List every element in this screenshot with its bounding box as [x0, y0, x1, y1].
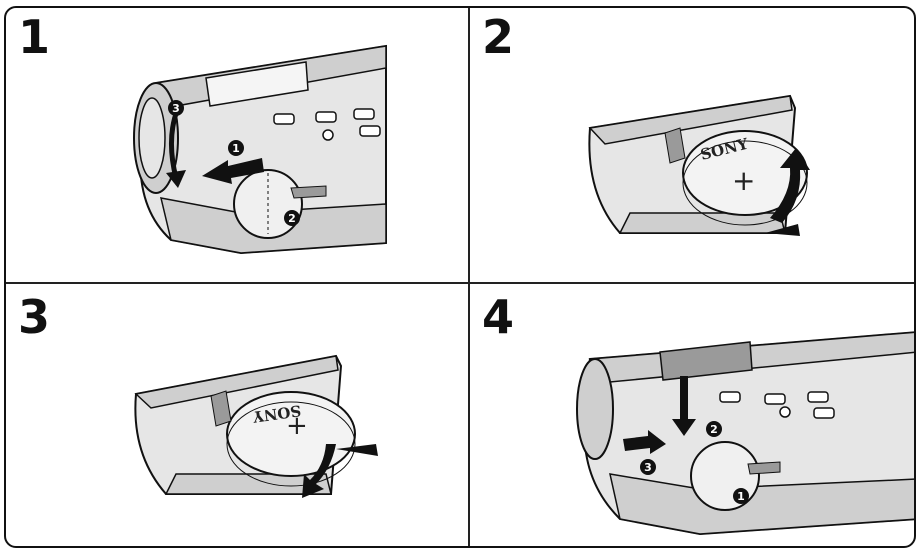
up-arrow-icon: [765, 148, 810, 236]
battery-plus-symbol: +: [732, 164, 755, 197]
step-1-overlay: 1 2 3: [6, 8, 468, 282]
instruction-figure: 1 1 2 3: [4, 6, 916, 548]
callout-1-badge: 1: [228, 140, 244, 156]
step-2-panel: 2 SONY +: [470, 8, 916, 282]
step-2-overlay: SONY +: [470, 8, 916, 282]
step-3-overlay: SONY +: [6, 284, 468, 548]
svg-text:2: 2: [710, 423, 718, 436]
step-4-panel: 4 1 2 3: [470, 284, 916, 548]
right-arrow-icon: [623, 430, 666, 454]
callout-2-badge: 2: [284, 210, 300, 226]
vertical-divider: [468, 8, 470, 546]
svg-text:3: 3: [644, 461, 652, 474]
curved-arrow-icon: [166, 108, 186, 188]
step-3-panel: 3 SONY +: [6, 284, 468, 548]
horizontal-divider: [6, 282, 914, 284]
callout-3-badge: 3: [168, 100, 184, 116]
svg-text:2: 2: [288, 212, 296, 225]
battery-plus-symbol: +: [286, 411, 308, 441]
left-arrow-icon: [202, 158, 264, 184]
battery-brand-label: SONY: [699, 135, 751, 164]
svg-text:1: 1: [232, 142, 240, 155]
step-1-panel: 1 1 2 3: [6, 8, 468, 282]
svg-text:1: 1: [737, 490, 745, 503]
step-4-overlay: 1 2 3: [470, 284, 916, 548]
callout-1-badge: 1: [733, 488, 749, 504]
down-arrow-icon: [672, 376, 696, 436]
down-arrow-icon: [302, 444, 378, 498]
callout-3-badge: 3: [640, 459, 656, 475]
callout-2-badge: 2: [706, 421, 722, 437]
svg-text:3: 3: [172, 102, 180, 115]
